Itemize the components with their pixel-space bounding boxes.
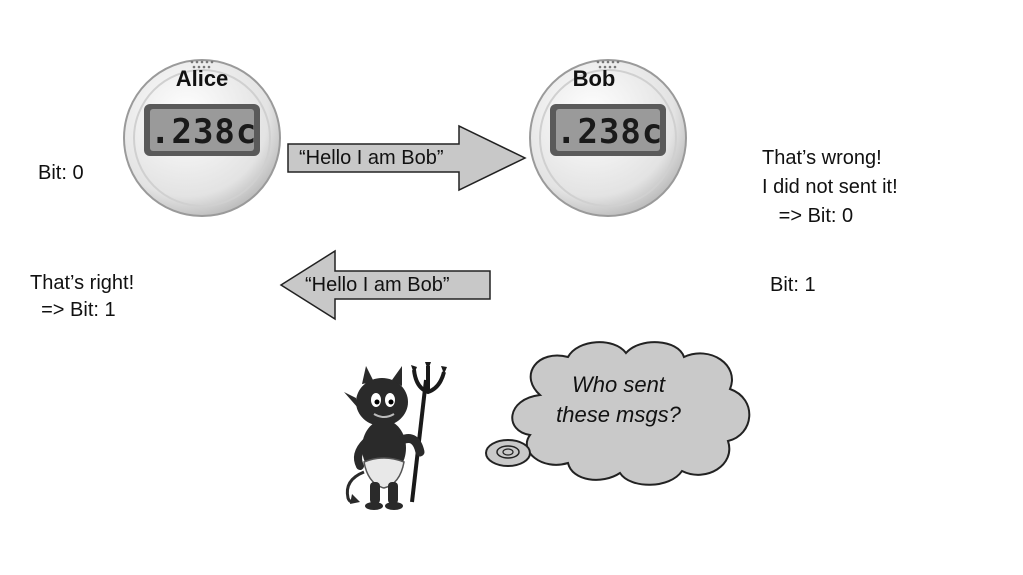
bob-lcd-reading: .238c xyxy=(556,112,664,152)
thermometer-icon xyxy=(123,59,281,217)
alice-response-line-1: That’s right! xyxy=(30,272,135,294)
thought-cloud: Who sent these msgs? xyxy=(478,335,763,490)
thermometer-icon xyxy=(529,59,687,217)
cloud-icon xyxy=(485,341,751,486)
bob-bit: Bit: 1 xyxy=(770,274,816,296)
right-arrow-icon xyxy=(287,124,527,192)
bob-device: Bob .238c xyxy=(524,52,692,220)
message-arrow-to-bob: “Hello I am Bob” xyxy=(287,124,527,192)
bob-response-line-3: => Bit: 0 xyxy=(762,205,854,227)
bob-label: Bob xyxy=(572,66,616,91)
bob-response-line-2: I did not sent it! xyxy=(762,176,898,198)
devil-icon xyxy=(344,362,447,510)
alice-label: Alice xyxy=(175,66,229,91)
bob-response-line-1: That’s wrong! xyxy=(762,147,882,169)
alice-response-line-2: => Bit: 1 xyxy=(30,299,116,321)
alice-lcd-reading: .238c xyxy=(150,112,258,152)
thought-line-1: Who sent xyxy=(572,372,665,397)
alice-device: Alice .238c xyxy=(118,52,286,220)
message-arrow-to-alice: “Hello I am Bob” xyxy=(279,249,492,321)
arrow-to-alice-label: “Hello I am Bob” xyxy=(305,274,450,296)
arrow-to-bob-label: “Hello I am Bob” xyxy=(299,147,444,169)
thought-line-2: these msgs? xyxy=(556,402,681,427)
alice-bit: Bit: 0 xyxy=(38,162,84,184)
left-arrow-icon xyxy=(279,249,491,321)
